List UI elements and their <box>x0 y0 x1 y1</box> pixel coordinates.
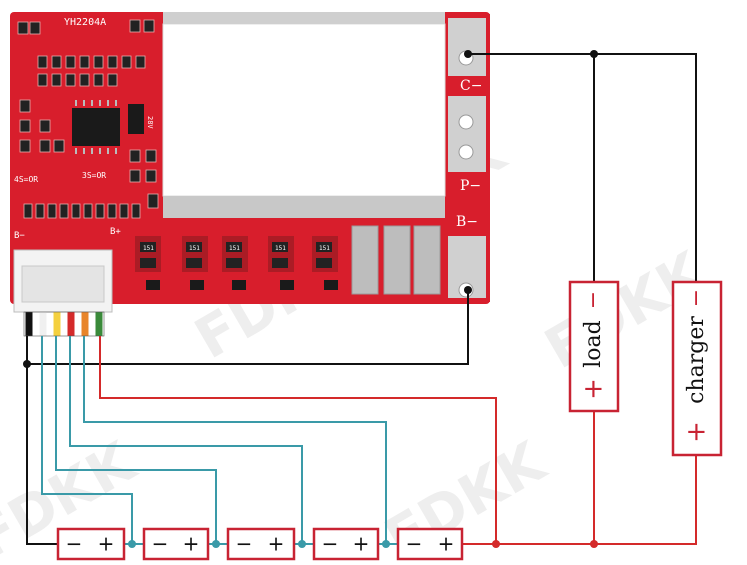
battery-cells: − + − + − + − + − + <box>56 527 464 561</box>
bms-board: C− P− B− YH2204A 28V 4S=OR 3S=OR B− B+ <box>10 12 490 337</box>
junction-blue-4 <box>382 540 390 548</box>
cell-2-plus: + <box>183 532 200 556</box>
pad-label-b: B− <box>456 214 478 230</box>
ic-chip <box>72 108 120 146</box>
junction-red-end <box>492 540 500 548</box>
cell-3-minus: − <box>236 532 253 556</box>
wire-black-cell1 <box>26 336 60 545</box>
silk-4s: 4S=OR <box>14 175 38 184</box>
bottom-heatsink-strip <box>163 196 445 218</box>
resistor-code-4: 151 <box>275 245 286 252</box>
junctions <box>23 50 598 548</box>
top-heatsink-strip <box>163 12 445 24</box>
resistor-code-3: 151 <box>229 245 240 252</box>
cell-2-minus: − <box>152 532 169 556</box>
board-model: YH2204A <box>64 17 106 28</box>
resistor-codes: 151 151 151 151 151 <box>143 245 330 252</box>
load-plus: + <box>579 378 609 400</box>
cell-2: − + <box>142 527 210 561</box>
load-minus: − <box>581 291 606 309</box>
ic-pins <box>75 100 117 154</box>
smd-components <box>17 19 159 219</box>
charger-box: − charger + <box>671 280 723 457</box>
pad-label-c: C− <box>460 78 482 94</box>
cell-1-box <box>56 527 126 561</box>
silk-28v: 28V <box>146 116 154 129</box>
transistors <box>146 280 338 290</box>
wire-b-minus <box>27 290 469 365</box>
junction-red-load <box>590 540 598 548</box>
wire-blue-2 <box>55 336 217 544</box>
small-chip <box>128 104 144 134</box>
label-sticker <box>162 23 446 197</box>
lead-outline <box>23 311 105 337</box>
resistor-code-5: 151 <box>319 245 330 252</box>
silk-b-plus: B+ <box>110 227 121 237</box>
pad-label-p: P− <box>460 178 481 194</box>
load-box: − load + <box>568 280 620 413</box>
cell-3: − + <box>226 527 296 561</box>
wires <box>26 53 697 545</box>
cell-4-box <box>312 527 380 561</box>
mount-hole-2 <box>458 114 474 130</box>
charger-minus: − <box>684 289 709 307</box>
cell-5-minus: − <box>406 532 423 556</box>
cell-3-box <box>226 527 296 561</box>
junction-blue-3 <box>298 540 306 548</box>
silk-b-minus: B− <box>14 231 25 241</box>
cell-4-plus: + <box>353 532 370 556</box>
resistor-code-1: 151 <box>143 245 154 252</box>
cell-1: − + <box>56 527 126 561</box>
wire-blue-3 <box>69 336 303 544</box>
cell-1-minus: − <box>66 532 83 556</box>
wire-blue-1 <box>41 336 133 544</box>
load-label: load <box>581 320 606 367</box>
junction-blue-2 <box>212 540 220 548</box>
cell-3-plus: + <box>268 532 285 556</box>
cell-4-minus: − <box>322 532 339 556</box>
wire-blue-4 <box>83 336 387 544</box>
mosfet-pads <box>351 225 441 295</box>
junction-b-black <box>23 360 31 368</box>
charger-label: charger <box>684 316 709 404</box>
wire-red-output <box>462 455 697 545</box>
junction-c-top <box>464 50 472 58</box>
pad-top <box>448 18 486 76</box>
cell-5: − + <box>396 527 464 561</box>
cell-2-box <box>142 527 210 561</box>
charger-box-border <box>671 280 723 457</box>
wire-c-to-top <box>468 53 697 282</box>
cell-1-plus: + <box>98 532 115 556</box>
junction-blue-1 <box>128 540 136 548</box>
connector-wires <box>25 312 103 336</box>
mount-hole-3 <box>458 144 474 160</box>
balance-resistors <box>135 236 338 272</box>
load-box-border <box>568 280 620 413</box>
cell-5-plus: + <box>438 532 455 556</box>
resistor-code-2: 151 <box>189 245 200 252</box>
silk-3s: 3S=OR <box>82 171 106 180</box>
pad-mid <box>448 96 486 172</box>
connector-inner <box>21 265 105 303</box>
wire-red-balance <box>99 336 497 544</box>
cell-4: − + <box>312 527 380 561</box>
junction-load-top <box>590 50 598 58</box>
cell-5-box <box>396 527 464 561</box>
junction-b-pad <box>464 286 472 294</box>
charger-plus: + <box>682 421 712 443</box>
